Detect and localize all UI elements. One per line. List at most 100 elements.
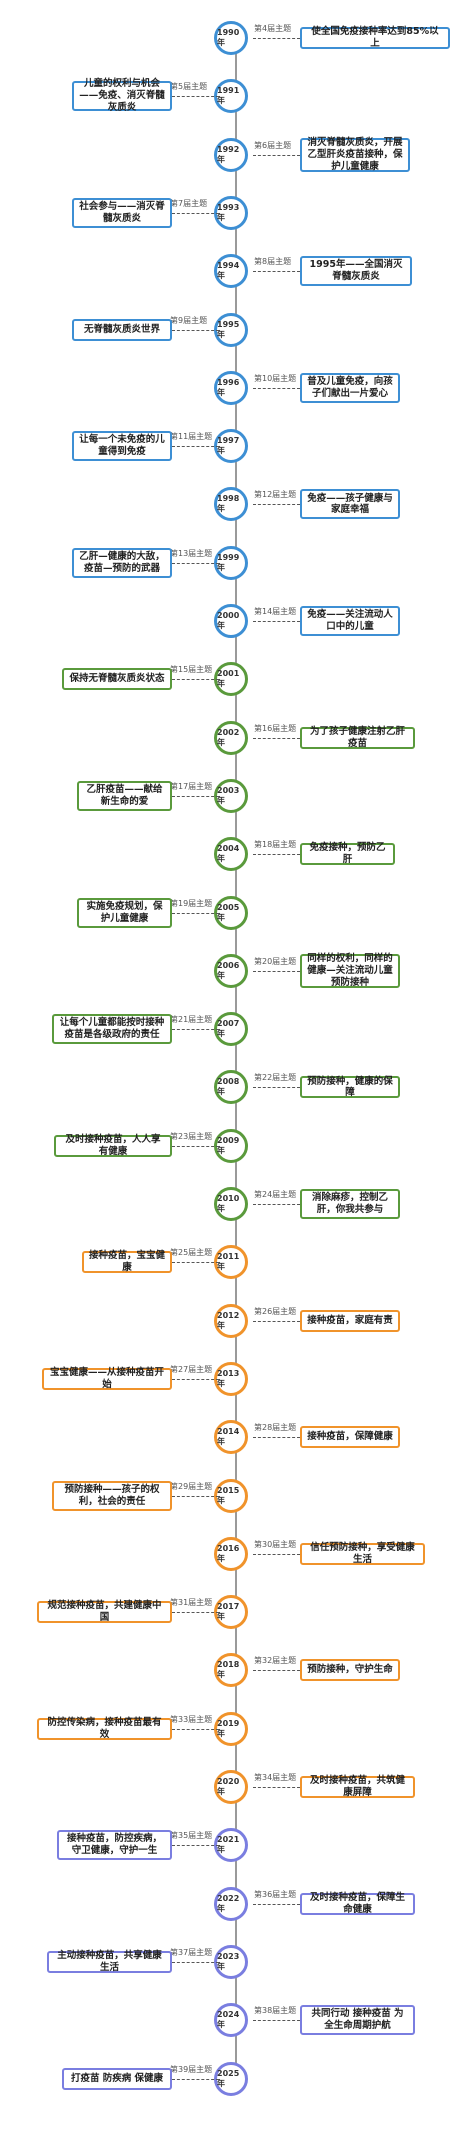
- year-label: 2022年: [217, 1893, 240, 1913]
- year-label: 1992年: [217, 144, 240, 164]
- year-node: 2021年: [214, 1828, 248, 1863]
- theme-box: 消灭脊髓灰质炎，开展乙型肝炎疫苗接种，保护儿童健康: [300, 137, 410, 172]
- theme-box: 乙肝疫苗——献给新生命的爱: [77, 780, 172, 811]
- year-node: 2003年: [214, 778, 248, 813]
- topic-label: 第23届主题: [170, 1131, 213, 1141]
- topic-label: 第24届主题: [254, 1190, 297, 1199]
- theme-box: 儿童的权利与机会——免疫、消灭脊髓灰质炎: [72, 78, 172, 113]
- topic-label: 第32届主题: [254, 1656, 297, 1666]
- connector-line: [253, 1320, 300, 1322]
- year-node: 1991年: [214, 79, 248, 114]
- connector-line: [172, 2078, 219, 2080]
- connector-line: [253, 154, 300, 156]
- theme-box: 1995年——全国消灭脊髓灰质炎: [300, 256, 412, 287]
- year-label: 2019年: [217, 1718, 240, 1738]
- year-label: 2010年: [217, 1194, 240, 1213]
- connector-line: [253, 1903, 300, 1905]
- topic-label: 第35届主题: [170, 1831, 213, 1841]
- year-label: 2016年: [217, 1543, 240, 1563]
- theme-box: 防控传染病，接种疫苗最有效: [37, 1717, 172, 1740]
- theme-box: 宝宝健康——从接种疫苗开始: [42, 1367, 172, 1390]
- theme-box: 接种疫苗，防控疾病，守卫健康，守护一生: [57, 1830, 172, 1861]
- topic-label: 第18届主题: [254, 840, 297, 850]
- year-label: 2011年: [217, 1252, 240, 1272]
- timeline-spine: [235, 38, 237, 2079]
- connector-line: [253, 504, 300, 506]
- topic-label: 第33届主题: [170, 1714, 213, 1724]
- theme-box: 规范接种疫苗，共建健康中国: [37, 1600, 172, 1624]
- topic-label: 第28届主题: [254, 1423, 297, 1433]
- topic-label: 第26届主题: [254, 1306, 297, 1316]
- theme-box: 免疫——关注流动人口中的儿童: [300, 606, 400, 636]
- topic-label: 第30届主题: [254, 1539, 297, 1549]
- theme-box: 乙肝—健康的大敌，疫苗—预防的武器: [72, 547, 172, 578]
- year-label: 2008年: [217, 1077, 240, 1097]
- theme-box: 社会参与——消灭脊髓灰质炎: [72, 197, 172, 228]
- year-label: 1996年: [217, 377, 240, 397]
- connector-line: [172, 1495, 219, 1497]
- theme-box: 及时接种疫苗，保障生命健康: [300, 1892, 415, 1915]
- topic-label: 第6届主题: [254, 140, 292, 150]
- theme-box: 共同行动 接种疫苗 为全生命周期护航: [300, 2005, 415, 2036]
- topic-label: 第29届主题: [170, 1481, 213, 1491]
- year-node: 2008年: [214, 1070, 248, 1105]
- topic-label: 第27届主题: [170, 1364, 213, 1374]
- year-node: 2002年: [214, 720, 248, 755]
- year-label: 1994年: [217, 261, 240, 281]
- topic-label: 第21届主题: [170, 1015, 213, 1025]
- year-node: 2015年: [214, 1478, 248, 1513]
- topic-label: 第17届主题: [170, 781, 213, 791]
- topic-label: 第38届主题: [254, 2006, 297, 2016]
- theme-box: 信任预防接种，享受健康生活: [300, 1542, 425, 1565]
- year-label: 1999年: [217, 552, 240, 572]
- year-label: 2012年: [217, 1310, 240, 1330]
- connector-line: [253, 970, 300, 972]
- year-label: 2006年: [217, 960, 240, 980]
- topic-label: 第16届主题: [254, 723, 297, 733]
- year-label: 1998年: [217, 494, 240, 514]
- year-node: 2016年: [214, 1536, 248, 1571]
- connector-line: [253, 621, 300, 622]
- theme-box: 接种疫苗，保障健康: [300, 1426, 400, 1449]
- year-node: 2025年: [214, 2061, 248, 2096]
- connector-line: [172, 1845, 219, 1847]
- year-node: 2012年: [214, 1303, 248, 1338]
- topic-label: 第8届主题: [254, 257, 292, 267]
- connector-line: [172, 1961, 219, 1963]
- theme-box: 同样的权利，同样的健康—关注流动儿童预防接种: [300, 953, 400, 988]
- connector-line: [172, 212, 219, 214]
- theme-box: 主动接种疫苗，共享健康生活: [47, 1950, 172, 1973]
- year-label: 2024年: [217, 2010, 240, 2030]
- theme-box: 保持无脊髓灰质炎状态: [62, 668, 172, 691]
- theme-box: 让每个儿童都能按时接种疫苗是各级政府的责任: [52, 1014, 172, 1045]
- year-node: 1998年: [214, 487, 248, 522]
- theme-box: 接种疫苗，家庭有责: [300, 1309, 400, 1332]
- connector-line: [172, 446, 219, 448]
- year-node: 2011年: [214, 1245, 248, 1280]
- year-label: 1993年: [217, 202, 240, 222]
- topic-label: 第7届主题: [170, 198, 208, 208]
- year-label: 2002年: [217, 727, 240, 747]
- connector-line: [253, 1670, 300, 1672]
- theme-box: 预防接种，守护生命: [300, 1659, 400, 1682]
- connector-line: [253, 1553, 300, 1555]
- year-node: 2010年: [214, 1187, 248, 1221]
- year-label: 2003年: [217, 785, 240, 805]
- topic-label: 第31届主题: [170, 1598, 213, 1608]
- year-node: 2014年: [214, 1420, 248, 1455]
- year-node: 1990年: [214, 21, 248, 55]
- year-label: 1990年: [217, 28, 240, 47]
- year-node: 2004年: [214, 837, 248, 872]
- year-node: 1997年: [214, 429, 248, 464]
- year-label: 1997年: [217, 436, 240, 456]
- year-label: 2001年: [217, 669, 240, 689]
- connector-line: [172, 1262, 219, 1264]
- year-label: 1991年: [217, 86, 240, 106]
- theme-box: 让每一个未免疫的儿童得到免疫: [72, 431, 172, 462]
- theme-box: 免疫——孩子健康与家庭幸福: [300, 489, 400, 520]
- topic-label: 第36届主题: [254, 1889, 297, 1899]
- year-node: 1993年: [214, 195, 248, 230]
- topic-label: 第15届主题: [170, 665, 213, 675]
- theme-box: 无脊髓灰质炎世界: [72, 318, 172, 341]
- connector-line: [172, 679, 219, 681]
